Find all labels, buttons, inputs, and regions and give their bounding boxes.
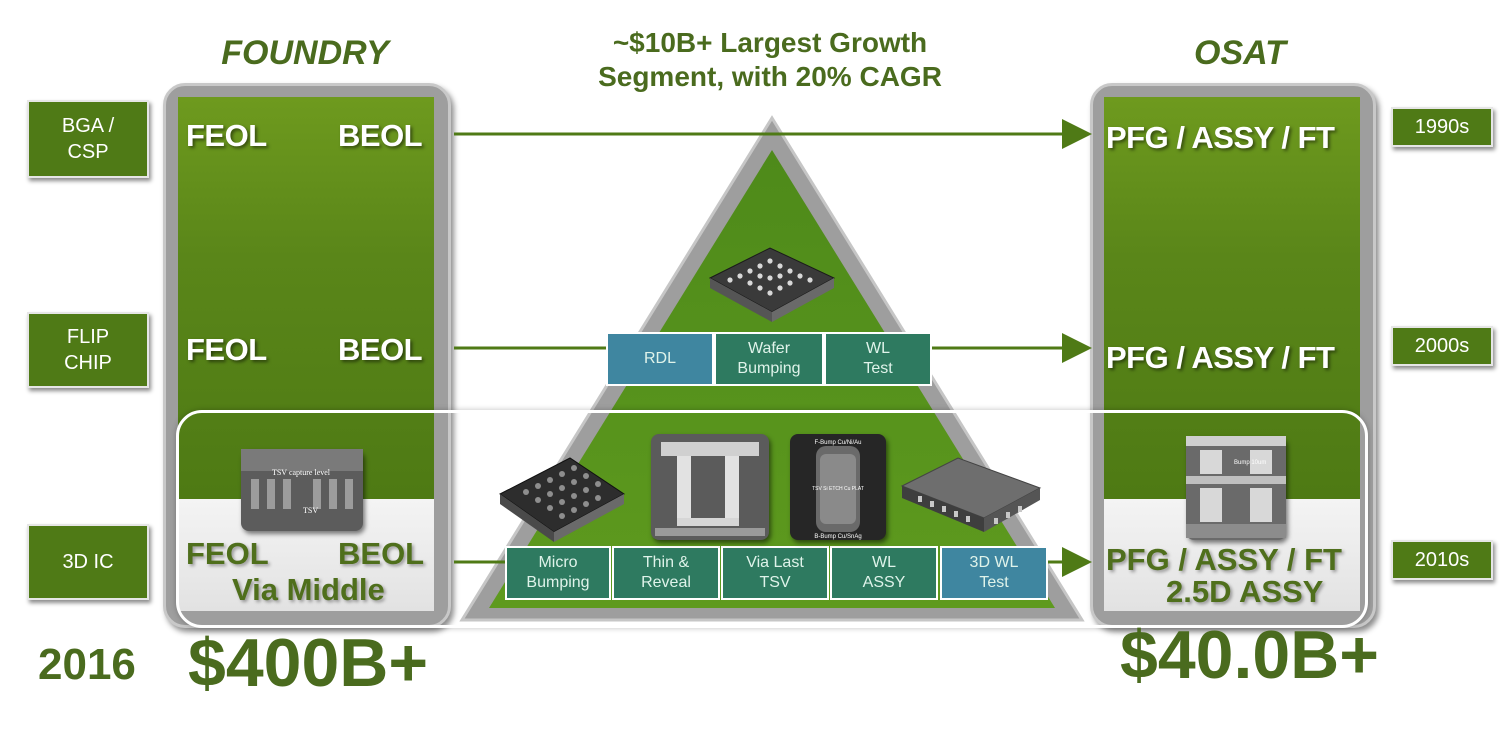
osat-heading: OSAT	[1194, 34, 1286, 72]
era-label-bga-csp: BGA / CSP	[27, 100, 149, 178]
foundry-beol-3: BEOL	[338, 536, 425, 571]
box-line: Via Last	[746, 554, 804, 571]
growth-segment-title: ~$10B+ Largest Growth Segment, with 20% …	[520, 26, 1020, 94]
bbump-label: B-Bump Cu/SnAg	[814, 534, 861, 540]
thin-reveal-cross-section-image	[651, 434, 769, 540]
era-line: FLIP	[66, 326, 110, 348]
box-line: Bumping	[737, 360, 801, 377]
box-line: ASSY	[862, 574, 906, 591]
process-box-wl-assy: WL ASSY	[830, 546, 938, 600]
era-line: BGA /	[61, 115, 115, 137]
3d-ic-highlight-frame	[176, 410, 1368, 628]
box-line: Thin &	[642, 554, 690, 571]
box-line: Test	[979, 574, 1009, 591]
box-line: Wafer	[747, 340, 791, 357]
osat-label-2: PFG / ASSY / FT	[1106, 340, 1335, 375]
era-label-1990s: 1990s	[1391, 107, 1493, 147]
osat-label-3: PFG / ASSY / FT	[1106, 542, 1342, 577]
bump-label: Bump 10um	[1234, 460, 1266, 466]
box-line: Reveal	[641, 574, 691, 591]
foundry-feol-3: FEOL	[186, 536, 269, 571]
box-line: WL	[872, 554, 896, 571]
osat-market-value: $40.0B+	[1120, 617, 1379, 693]
box-line: RDL	[643, 350, 676, 367]
box-line: 3D WL	[969, 554, 1019, 571]
fbump-label: F-Bump Cu/Ni/Au	[814, 440, 861, 446]
osat-panel	[1104, 97, 1360, 499]
year-label: 2016	[38, 640, 136, 689]
2-5d-cross-section-image: Bump 10um	[1186, 436, 1286, 540]
bga-package-image	[708, 247, 836, 322]
process-box-3d-wl-test: 3D WL Test	[940, 546, 1048, 600]
era-line: CSP	[67, 141, 109, 163]
era-label-3d-ic: 3D IC	[27, 524, 149, 600]
tsv-etch-label: TSV Si ETCH Cu PLAT	[812, 486, 864, 492]
box-line: Bumping	[526, 574, 590, 591]
micro-bump-package-image	[499, 457, 625, 542]
osat-2-5d-assy: 2.5D ASSY	[1166, 574, 1324, 609]
process-box-rdl: RDL	[606, 332, 714, 386]
box-line: TSV	[759, 574, 791, 591]
tsv-label: TSV	[303, 506, 318, 515]
growth-title-line-2: Segment, with 20% CAGR	[598, 61, 942, 92]
via-last-tsv-image: F-Bump Cu/Ni/Au TSV Si ETCH Cu PLAT B-Bu…	[790, 434, 886, 540]
tsv-capture-image: TSV capture level TSV	[241, 449, 363, 531]
era-line: CHIP	[64, 352, 112, 374]
foundry-beol-1: BEOL	[338, 118, 423, 153]
foundry-market-value: $400B+	[188, 625, 429, 701]
foundry-panel	[178, 97, 434, 499]
process-box-wl-test: WL Test	[824, 332, 932, 386]
wl-assy-package-image	[900, 457, 1042, 532]
era-label-2000s: 2000s	[1391, 326, 1493, 366]
growth-title-line-1: ~$10B+ Largest Growth	[612, 27, 928, 58]
foundry-feol-2: FEOL	[186, 332, 267, 367]
era-label-2010s: 2010s	[1391, 540, 1493, 580]
foundry-feol-1: FEOL	[186, 118, 267, 153]
tsv-capture-label: TSV capture level	[272, 468, 331, 477]
foundry-beol-2: BEOL	[338, 332, 423, 367]
foundry-via-middle: Via Middle	[232, 572, 385, 607]
process-box-thin-reveal: Thin & Reveal	[612, 546, 720, 600]
box-line: WL	[866, 340, 890, 357]
osat-label-1: PFG / ASSY / FT	[1106, 120, 1335, 155]
era-label-flip-chip: FLIP CHIP	[27, 312, 149, 388]
box-line: Micro	[538, 554, 578, 571]
box-line: Test	[863, 360, 893, 377]
foundry-heading: FOUNDRY	[221, 34, 389, 72]
era-line: 3D IC	[62, 551, 114, 573]
